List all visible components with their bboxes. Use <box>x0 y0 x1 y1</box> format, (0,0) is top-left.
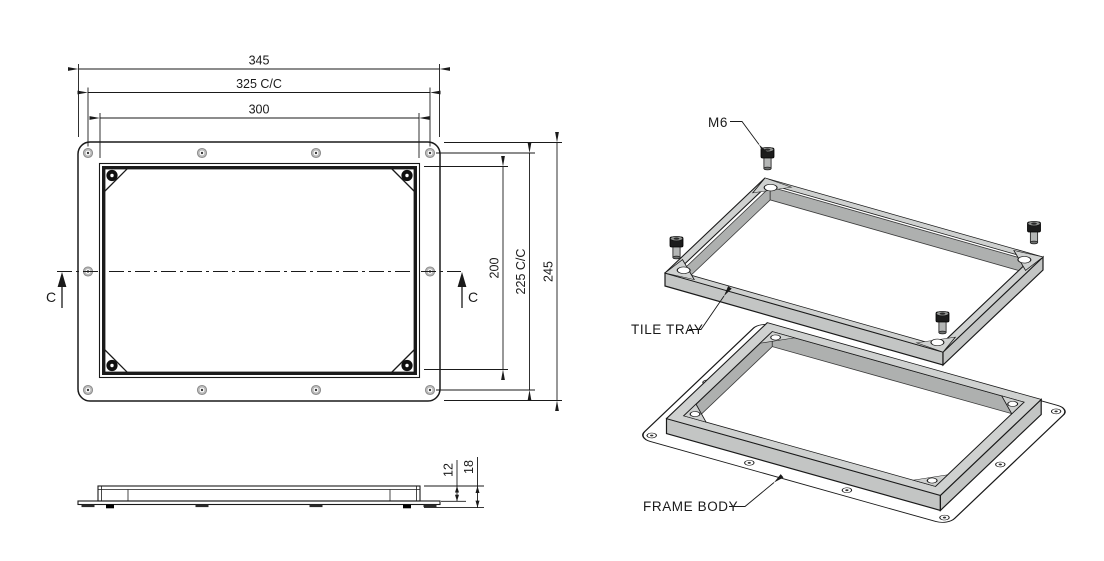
m6-bolt <box>760 146 775 171</box>
section-label-left: C <box>46 289 56 305</box>
dim-opening-width: 300 <box>89 103 430 158</box>
gusset-bolt <box>106 359 118 372</box>
callout-m6: M6 <box>708 115 768 155</box>
gusset-bolt <box>106 169 118 182</box>
label-tile-tray: TILE TRAY <box>631 322 703 337</box>
frame-body-iso <box>642 322 1066 523</box>
tray-profile <box>97 485 421 502</box>
dim-tray-height: 12 <box>424 460 484 502</box>
exploded-view: M6 TILE TRAY FRAME BODY <box>631 115 1066 523</box>
tile-tray-iso <box>664 146 1044 367</box>
dim-text-345: 345 <box>249 54 270 68</box>
dim-opening-height: 200 <box>424 156 508 380</box>
tray-outline <box>98 162 421 379</box>
callout-tile-tray: TILE TRAY <box>631 286 732 337</box>
dim-text-18: 18 <box>462 460 476 474</box>
m6-bolt <box>669 235 684 260</box>
dim-holes-height-cc: 225 C/C <box>436 142 535 401</box>
m6-bolt <box>935 310 950 335</box>
section-marker-left: C <box>46 272 67 308</box>
gusset-bolt <box>401 359 413 372</box>
section-marker-right: C <box>457 272 478 308</box>
screw-heads-under-flange <box>81 504 437 509</box>
dim-overall-width: 345 <box>68 54 450 137</box>
dim-text-225cc: 225 C/C <box>514 249 528 295</box>
label-frame-body: FRAME BODY <box>643 499 738 514</box>
top-view: C C 345 325 C/C 300 <box>46 54 562 411</box>
tray-inner-face <box>681 185 771 285</box>
tray-outer-face <box>942 255 1044 367</box>
gusset-bolt <box>401 169 413 182</box>
dim-text-200: 200 <box>488 258 502 279</box>
label-m6: M6 <box>708 115 728 130</box>
m6-bolt <box>1027 220 1041 245</box>
dim-text-245: 245 <box>542 261 556 282</box>
frame-wall-gussets <box>683 331 1025 487</box>
corner-gussets <box>102 166 417 375</box>
callout-frame-body: FRAME BODY <box>643 474 784 514</box>
tray-top-face <box>664 177 1044 353</box>
dim-text-300: 300 <box>249 103 270 117</box>
tray-inner-face <box>769 186 1027 274</box>
section-label-right: C <box>468 289 478 305</box>
tray-wall-band <box>101 165 418 376</box>
dim-overall-height: 245 <box>444 132 562 411</box>
dim-total-height: 18 <box>424 457 484 509</box>
dim-holes-width-cc: 325 C/C <box>77 77 441 147</box>
side-view: 12 18 <box>77 457 484 509</box>
tray-gussets <box>664 177 1044 353</box>
dim-text-12: 12 <box>442 463 456 477</box>
dim-text-325cc: 325 C/C <box>236 77 282 91</box>
tray-profile-details <box>98 486 420 501</box>
